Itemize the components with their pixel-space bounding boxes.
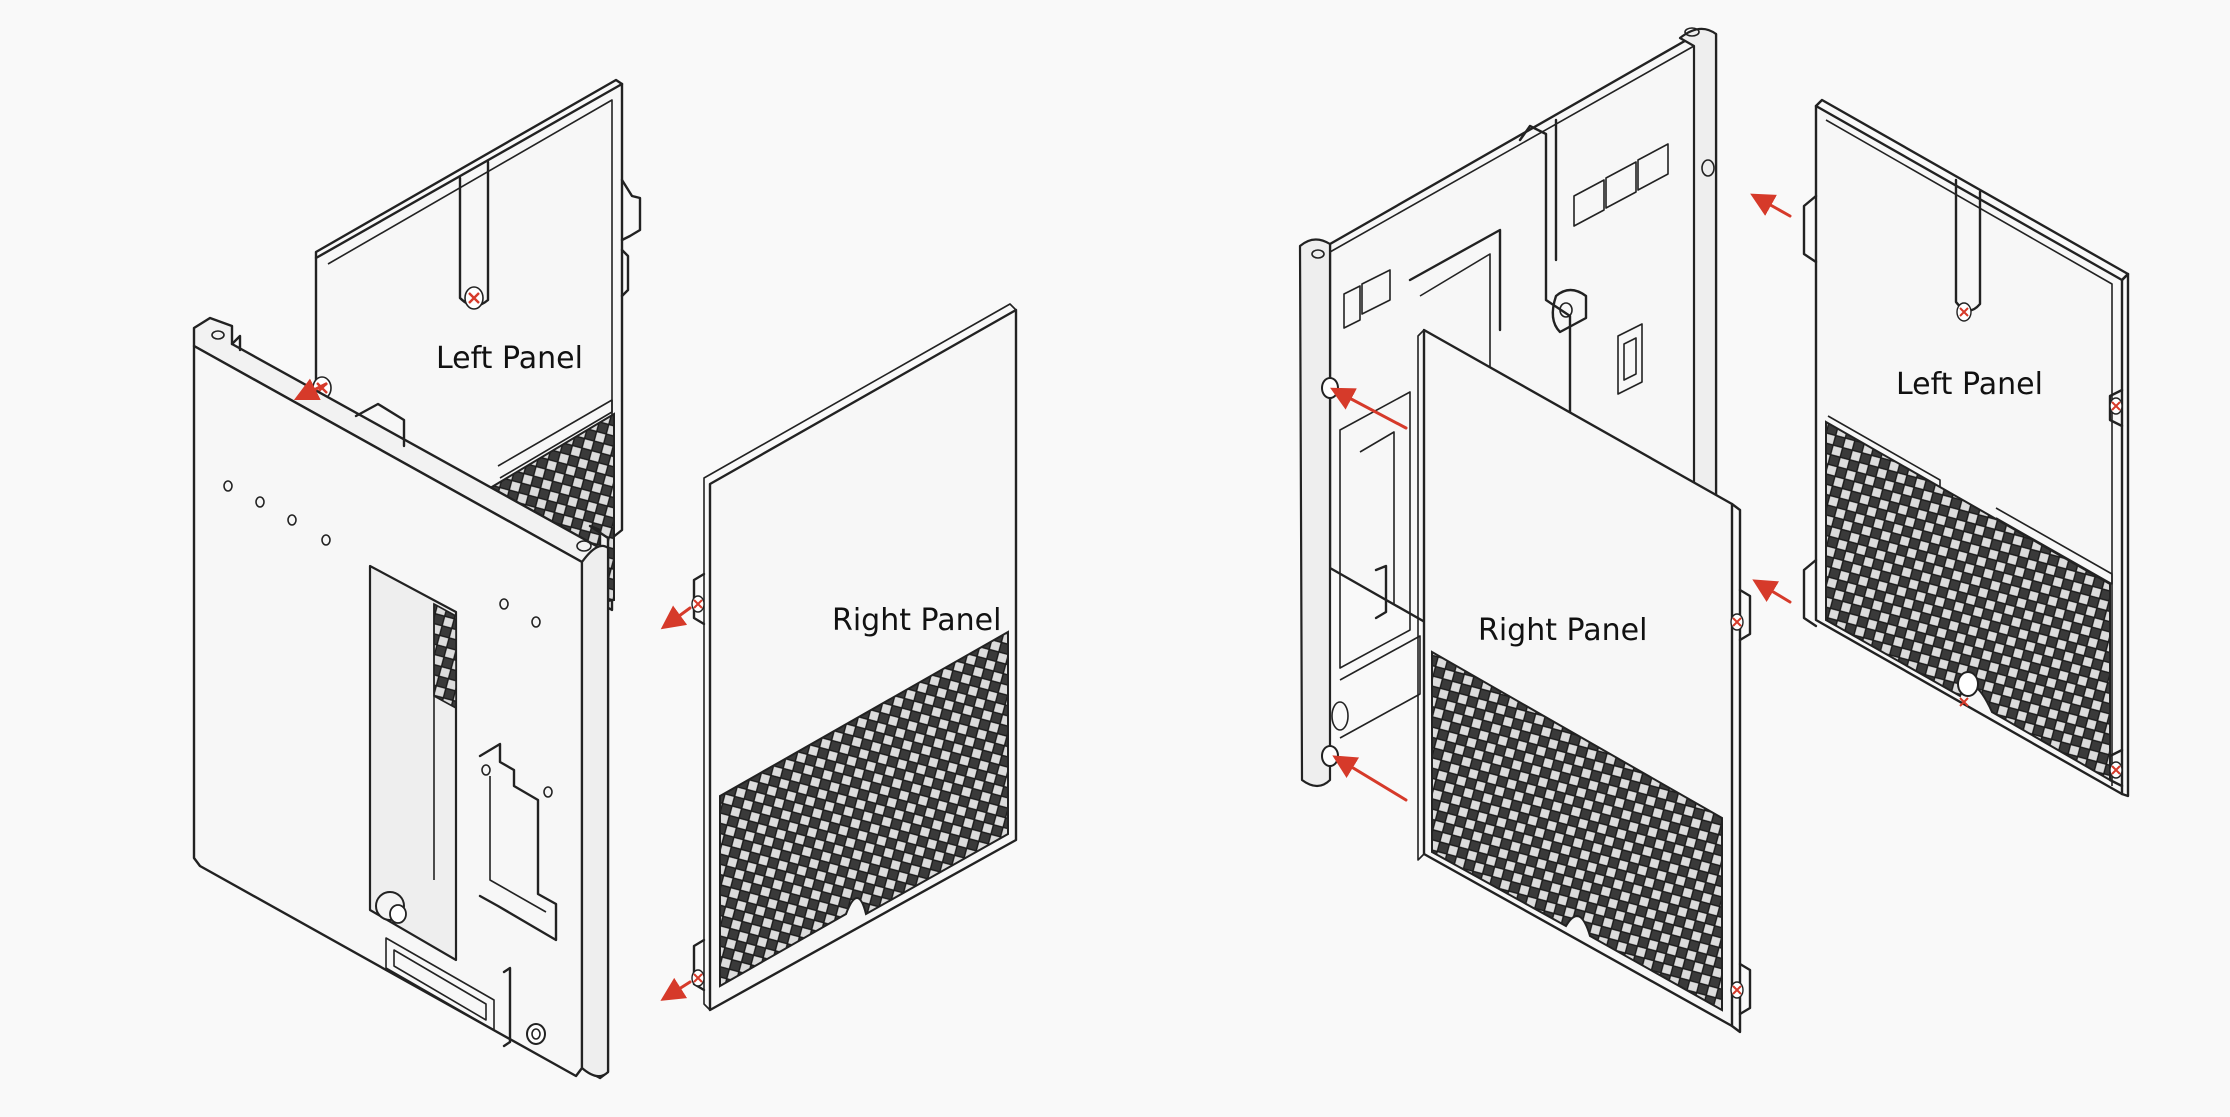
screw-marker-icon <box>691 969 705 987</box>
left-view-right-panel: Right Panel <box>691 303 1018 1012</box>
right-view-left-panel: Left Panel <box>1802 98 2130 798</box>
right-panel-label: Right Panel <box>1478 613 1647 648</box>
left-view-chassis <box>192 316 610 1080</box>
direction-arrow-icon <box>293 378 692 1001</box>
screw-marker-icon <box>1730 613 1744 631</box>
front-holes <box>223 480 553 798</box>
right-view-right-panel: Right Panel <box>1417 328 1752 1034</box>
left-panel-label: Left Panel <box>436 341 583 376</box>
left-panel-label: Left Panel <box>1896 367 2043 402</box>
screw-marker-icon <box>691 595 705 613</box>
screw-marker-icon <box>1959 697 1969 707</box>
port-squares <box>1343 143 1669 329</box>
right-panel-label: Right Panel <box>832 603 1001 638</box>
screw-marker-icon <box>464 286 484 310</box>
direction-arrow-icon <box>1330 193 1792 802</box>
screw-marker-icon <box>2109 397 2123 415</box>
screw-marker-icon <box>1730 981 1744 999</box>
screw-marker-icon <box>2109 761 2123 779</box>
screw-marker-icon <box>1956 302 1972 322</box>
